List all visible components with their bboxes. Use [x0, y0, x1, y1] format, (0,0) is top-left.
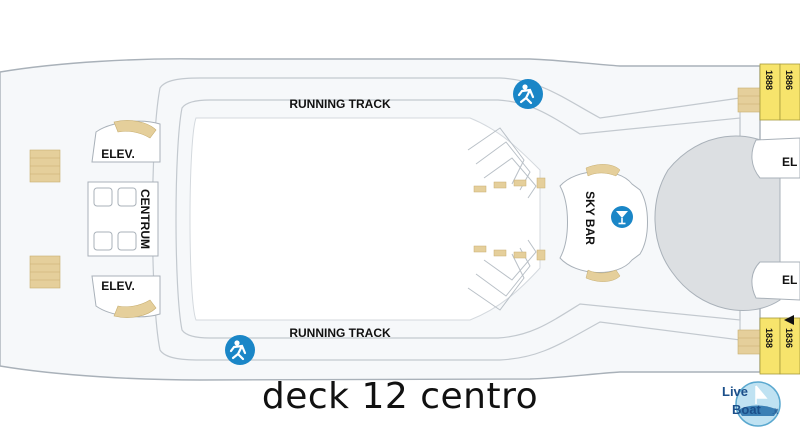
seating-tiers-top [467, 127, 546, 199]
centrum-label: CENTRUM [138, 189, 152, 249]
liveboat-logo: Live Boat .it [722, 381, 781, 427]
cabin-block-top: 1888 1886 [759, 63, 800, 121]
svg-text:Live: Live [722, 384, 748, 399]
seating-tiers-bottom [467, 239, 546, 311]
cabin-number: 1836 [784, 328, 794, 348]
cocktail-icon [611, 206, 633, 228]
cabin-number: 1886 [784, 70, 794, 90]
running-icon [513, 79, 543, 109]
track-inner-line [175, 99, 741, 339]
elevator-label-top: ELEV. [101, 147, 135, 161]
stairs-aft-top [737, 87, 761, 113]
track-outer-line [151, 77, 741, 361]
running-icon [225, 335, 255, 365]
running-track-label-top: RUNNING TRACK [289, 97, 391, 111]
elevator-lobby-top: ELEV. [91, 120, 161, 163]
svg-text:.it: .it [772, 407, 779, 416]
centrum-atrium: CENTRUM [87, 181, 159, 257]
running-track-label-bottom: RUNNING TRACK [289, 326, 391, 340]
svg-text:Boat: Boat [732, 402, 762, 417]
sky-bar-label: SKY BAR [583, 191, 597, 245]
elevator-lobby-aft-bottom: EL [751, 261, 800, 301]
cabin-block-bottom: 1838 1836 [759, 317, 800, 375]
elevator-lobby-bottom: ELEV. [91, 275, 161, 318]
stairs-aft-bottom [737, 329, 761, 355]
cabin-number: 1888 [764, 70, 774, 90]
elevator-lobby-aft-top: EL [751, 137, 800, 179]
elevator-label-aft-top: EL [782, 155, 797, 169]
stairs-left-top [29, 149, 61, 183]
deck-caption: deck 12 centro [261, 376, 539, 417]
central-open-area [189, 117, 541, 321]
stairs-left-bottom [29, 255, 61, 289]
elevator-label-aft-bottom: EL [782, 273, 797, 287]
pool-area [654, 135, 781, 312]
cabin-number: 1838 [764, 328, 774, 348]
sky-bar: SKY BAR [559, 164, 648, 282]
arrow-left-icon [784, 315, 794, 325]
elevator-label-bottom: ELEV. [101, 279, 135, 293]
